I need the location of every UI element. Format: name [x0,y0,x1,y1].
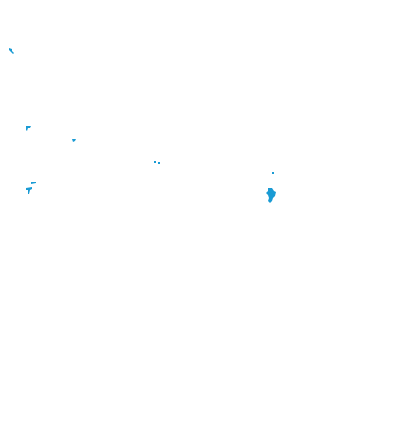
island-east-main [266,188,276,203]
land-features [9,48,276,203]
islet-east-dot [272,172,274,174]
islet-nw [9,48,14,54]
islet-southwest-b [26,187,32,194]
islet-southwest-a [31,182,36,184]
islet-central-a [154,161,156,163]
islet-central-b [158,162,160,164]
islet-west-a [26,126,31,131]
islet-west-b [72,139,76,142]
